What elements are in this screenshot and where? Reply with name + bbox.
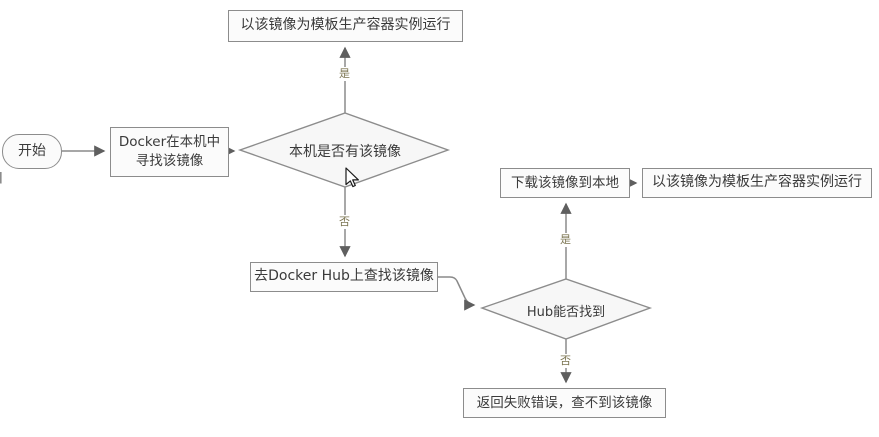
process-run-container-right-label: 以该镜像为模板生产容器实例运行 (652, 174, 862, 191)
branch-label-yes-1: 是 (337, 67, 352, 81)
process-run-container-top-label: 以该镜像为模板生产容器实例运行 (240, 17, 451, 34)
mouse-cursor-icon (345, 167, 359, 188)
process-search-local[interactable]: Docker在本机中寻找该镜像 (110, 127, 229, 177)
decision-hub-found-shape[interactable] (479, 278, 653, 340)
start-node[interactable]: 开始 (2, 134, 62, 169)
process-run-container-right[interactable]: 以该镜像为模板生产容器实例运行 (642, 168, 872, 198)
branch-label-no-2: 否 (558, 354, 573, 368)
clipped-shape-fragment (0, 172, 2, 184)
process-run-container-top[interactable]: 以该镜像为模板生产容器实例运行 (228, 10, 463, 42)
edge-search-hub-to-hub-found (437, 276, 476, 311)
decision-has-image-shape[interactable] (237, 112, 451, 188)
process-search-local-label: Docker在本机中寻找该镜像 (118, 134, 221, 169)
branch-label-yes-2: 是 (558, 233, 573, 247)
start-node-label: 开始 (18, 142, 46, 159)
branch-label-no-1: 否 (337, 215, 352, 229)
process-return-failure-label: 返回失败错误，查不到该镜像 (476, 394, 653, 411)
process-return-failure[interactable]: 返回失败错误，查不到该镜像 (463, 388, 666, 418)
process-download-image-label: 下载该镜像到本地 (511, 174, 619, 191)
process-search-hub-label: 去Docker Hub上查找该镜像 (254, 268, 434, 285)
process-search-hub[interactable]: 去Docker Hub上查找该镜像 (250, 262, 438, 292)
process-download-image[interactable]: 下载该镜像到本地 (500, 168, 630, 198)
